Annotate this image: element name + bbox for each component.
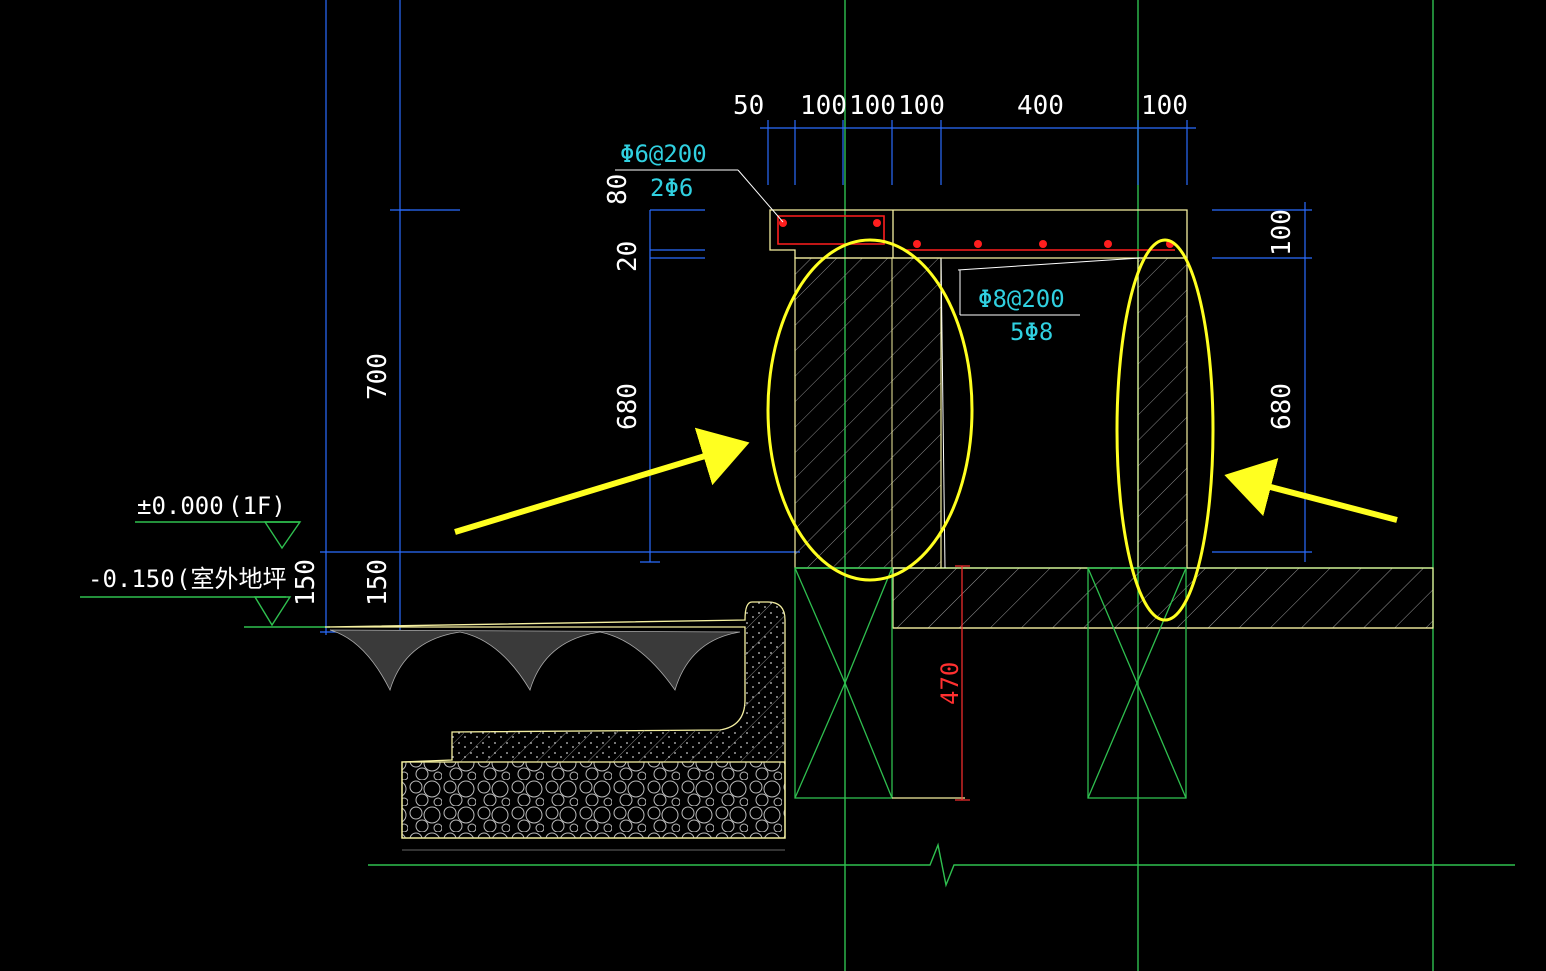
dim-top-3: 100 bbox=[849, 91, 896, 121]
arrow-left-icon bbox=[454, 427, 750, 535]
left-wall bbox=[794, 257, 946, 569]
rebar-labels: Φ6@200 2Φ6 Φ8@200 5Φ8 bbox=[620, 140, 1065, 346]
top-dimension-labels: 50 100 100 100 400 100 bbox=[733, 91, 1188, 121]
outdoor-level: -0.150 bbox=[88, 565, 175, 593]
highlight-ellipse-right bbox=[1115, 238, 1215, 622]
dim-step: 150 bbox=[291, 559, 321, 606]
dim-step-inner: 150 bbox=[363, 559, 393, 606]
right-dimensions bbox=[1212, 202, 1312, 562]
footings bbox=[794, 567, 1187, 799]
dim-top-4: 100 bbox=[898, 91, 945, 121]
highlight-annotations bbox=[454, 238, 1398, 622]
level-labels: ±0.000 (1F) -0.150 (室外地坪 bbox=[88, 492, 286, 593]
scalloped-soil bbox=[329, 629, 741, 692]
dim-top-6: 100 bbox=[1141, 91, 1188, 121]
dim-top-2: 100 bbox=[800, 91, 847, 121]
arrow-right-icon bbox=[1224, 458, 1398, 523]
dim-wall-height: 680 bbox=[613, 383, 643, 430]
dim-right-wall: 680 bbox=[1267, 383, 1297, 430]
rebar bbox=[777, 215, 1175, 251]
dim-gap: 20 bbox=[613, 241, 643, 272]
dim-slab-thickness: 80 bbox=[603, 174, 633, 205]
footing-dimension bbox=[955, 565, 970, 801]
dim-right-slab: 100 bbox=[1267, 209, 1297, 256]
right-wall bbox=[1137, 257, 1188, 569]
dim-footing-depth: 470 bbox=[936, 662, 964, 705]
rebar-leaders bbox=[615, 169, 1080, 316]
left-dimension-labels: 700 80 20 680 150 150 bbox=[291, 174, 643, 606]
rebar-label-upper-top: Φ6@200 bbox=[620, 140, 707, 168]
right-dimension-labels: 100 680 bbox=[1267, 209, 1297, 430]
dim-top-5: 400 bbox=[1017, 91, 1064, 121]
outside-paving bbox=[324, 601, 786, 851]
grid-lines bbox=[325, 0, 401, 635]
rebar-label-upper-bottom: 2Φ6 bbox=[650, 174, 693, 202]
top-dimension-chain bbox=[760, 120, 1196, 185]
highlight-ellipse-left bbox=[766, 238, 974, 582]
top-slab bbox=[769, 209, 1188, 271]
rebar-label-middle-bottom: 5Φ8 bbox=[1010, 318, 1053, 346]
dim-top-1: 50 bbox=[733, 91, 764, 121]
floor-level: ±0.000 bbox=[137, 492, 224, 520]
rebar-label-middle-top: Φ8@200 bbox=[978, 285, 1065, 313]
dim-overall-height: 700 bbox=[363, 353, 393, 400]
outdoor-tag: (室外地坪 bbox=[176, 565, 286, 593]
floor-tag: (1F) bbox=[228, 492, 286, 520]
floor-slab bbox=[892, 567, 1434, 629]
